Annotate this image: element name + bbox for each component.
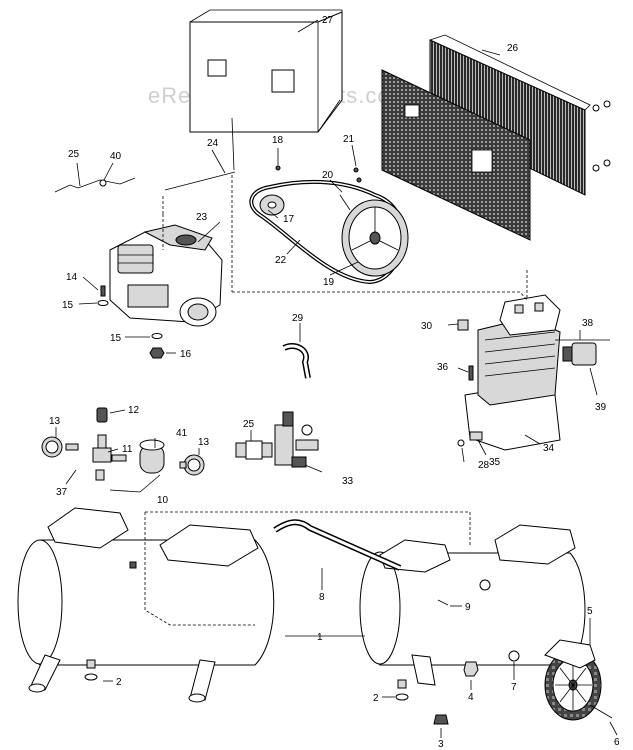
callout-1: 1 — [317, 632, 323, 643]
callout-28: 28 — [478, 460, 490, 471]
callout-11: 11 — [122, 444, 133, 455]
mount-bracket — [54, 162, 136, 193]
callout-37: 37 — [56, 487, 68, 498]
callout-2-right: 2 — [373, 693, 379, 704]
belt-guard-mesh — [381, 34, 611, 241]
callout-5: 5 — [587, 606, 593, 617]
callout-16: 16 — [180, 349, 192, 360]
callout-labels: 1 2 2 3 4 5 6 7 8 9 10 11 12 13 13 14 15… — [49, 15, 620, 750]
callout-13-left: 13 — [49, 416, 61, 427]
tension-rod — [164, 117, 236, 191]
callout-13-right: 13 — [198, 437, 210, 448]
callout-15-top: 15 — [62, 300, 74, 311]
callout-41: 41 — [176, 428, 188, 439]
callout-21: 21 — [343, 134, 355, 145]
wheel-assembly — [544, 639, 613, 721]
callout-27: 27 — [322, 15, 334, 26]
callout-10: 10 — [157, 495, 169, 506]
callout-17: 17 — [283, 214, 295, 225]
manifold-assembly — [41, 407, 205, 481]
callout-38: 38 — [582, 318, 594, 329]
callout-26: 26 — [507, 43, 519, 54]
air-pump — [464, 270, 561, 451]
callout-29: 29 — [292, 313, 304, 324]
callout-34: 34 — [543, 443, 555, 454]
callout-25-mid: 25 — [243, 419, 255, 430]
callout-18: 18 — [272, 135, 284, 146]
callout-4: 4 — [468, 692, 474, 703]
callout-9: 9 — [465, 602, 471, 613]
callout-23: 23 — [196, 212, 208, 223]
belt-and-pulleys — [249, 148, 409, 285]
tank-assembly — [17, 507, 586, 703]
callout-30: 30 — [421, 321, 433, 332]
callout-12: 12 — [128, 405, 140, 416]
callout-25-top: 25 — [68, 149, 80, 160]
pump-fittings — [457, 319, 483, 447]
callout-19: 19 — [323, 277, 335, 288]
callout-22: 22 — [275, 255, 287, 266]
callout-7: 7 — [511, 682, 517, 693]
callout-15-bottom: 15 — [110, 333, 122, 344]
callout-6: 6 — [614, 737, 620, 748]
outlet-tube — [282, 342, 311, 379]
gas-engine — [109, 214, 223, 327]
callout-36: 36 — [437, 362, 449, 373]
callout-3: 3 — [438, 739, 444, 750]
leader-lines — [55, 19, 618, 738]
engine-fasteners — [97, 285, 165, 359]
callout-35: 35 — [489, 457, 501, 468]
callout-24: 24 — [207, 138, 219, 149]
callout-33: 33 — [342, 476, 354, 487]
callout-20: 20 — [322, 170, 334, 181]
regulator-assembly — [235, 411, 319, 468]
tank-fittings — [84, 650, 520, 725]
callout-14: 14 — [66, 272, 78, 283]
callout-39: 39 — [595, 402, 607, 413]
callout-40: 40 — [110, 151, 122, 162]
pump-filter — [555, 330, 610, 366]
callout-8: 8 — [319, 592, 325, 603]
callout-2-left: 2 — [116, 677, 122, 688]
belt-guard-cover — [189, 9, 343, 133]
